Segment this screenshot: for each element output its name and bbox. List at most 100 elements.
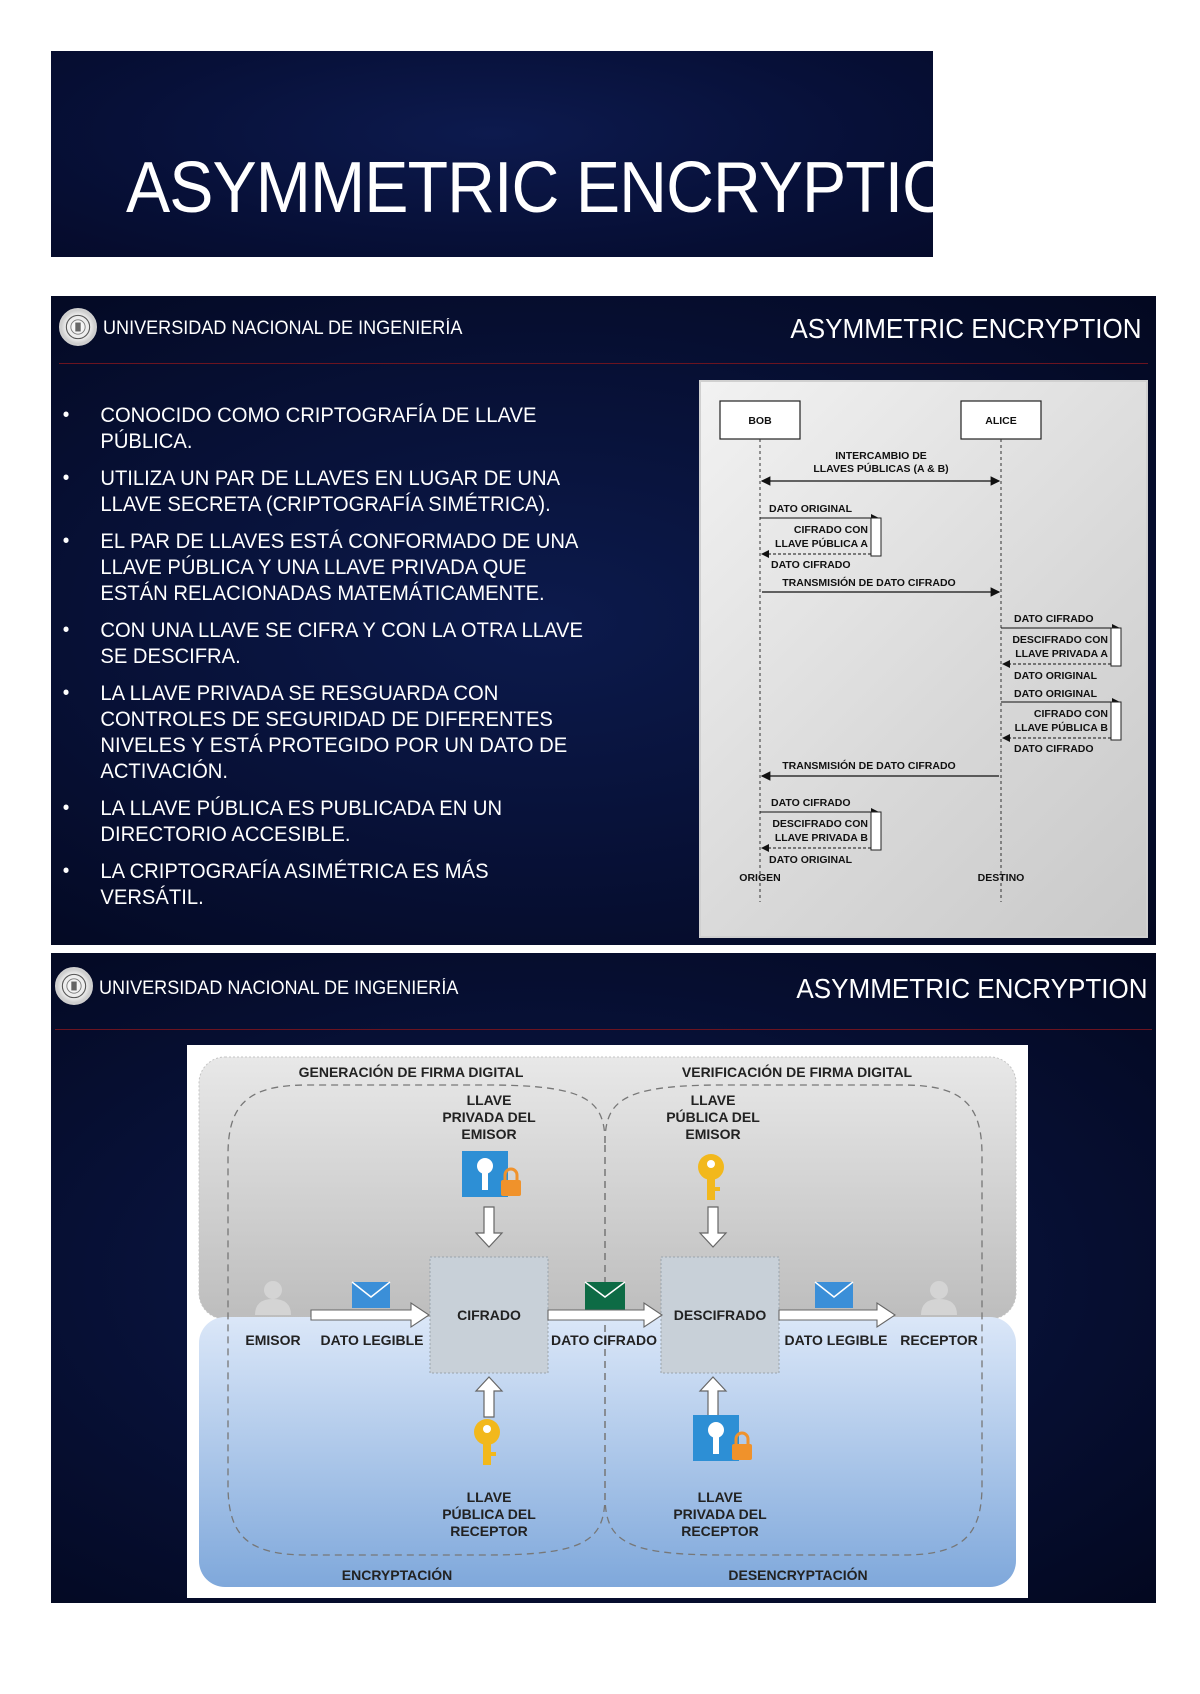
slide-title-main: ASYMMETRIC ENCRYPTION [126,148,1001,228]
alice-decrypt-1: DESCIFRADO CON [1012,634,1108,646]
bob-decrypt-1: DESCIFRADO CON [772,818,868,830]
bottom-region [199,1317,1016,1587]
exchange-label-1: INTERCAMBIO DE [835,450,927,462]
dato-legible-2: DATO LEGIBLE [785,1332,888,1348]
bob-original-1: DATO ORIGINAL [769,503,853,515]
bob-ciphered-1: DATO CIFRADO [771,559,851,571]
alice-encrypt-1: CIFRADO CON [1034,708,1108,720]
bullet-item: CONOCIDO COMO CRIPTOGRAFÍA DE LLAVEPÚBLI… [59,402,623,454]
encryption-lobe [227,1084,606,1556]
key-pub-emisor-2: PÚBLICA DEL [666,1108,760,1125]
ver-title: VERIFICACIÓN DE FIRMA DIGITAL [682,1063,913,1080]
key-priv-emisor-2: PRIVADA DEL [442,1109,536,1125]
emisor-label: EMISOR [245,1332,300,1348]
bob-activation-2 [870,811,882,851]
bullet-line: PÚBLICA. [100,429,193,453]
key-priv-receptor-1: LLAVE [698,1489,743,1505]
bob-decrypt-2: LLAVE PRIVADA B [775,832,869,844]
bob-encrypt-1: CIFRADO CON [794,524,868,536]
public-key-icon [474,1419,500,1465]
envelope-icon [814,1281,854,1308]
bullet-line: EL PAR DE LLAVES ESTÁ CONFORMADO DE UNA [100,529,579,553]
dato-legible-1: DATO LEGIBLE [321,1332,424,1348]
key-pub-receptor-1: LLAVE [467,1489,512,1505]
alice-decrypt-2: LLAVE PRIVADA A [1015,648,1108,660]
bullet-item: LA LLAVE PRIVADA SE RESGUARDA CONCONTROL… [59,680,623,784]
alice-activation-1 [1110,627,1122,667]
alice-ciphered-1: DATO CIFRADO [1014,613,1094,625]
bullet-line: LA LLAVE PRIVADA SE RESGUARDA CON [100,681,499,705]
slide-concepts: UNIVERSIDAD NACIONAL DE INGENIERÍA ASYMM… [51,296,1156,945]
private-key-icon [462,1151,521,1197]
envelope-icon [351,1281,391,1308]
header-divider [59,363,1148,364]
emisor-person-icon [255,1281,291,1315]
cifrado-label: CIFRADO [457,1307,521,1323]
gen-title: GENERACIÓN DE FIRMA DIGITAL [299,1063,524,1080]
decryption-label: DESENCRYPTACIÓN [728,1566,867,1583]
bullet-line: CONTROLES DE SEGURIDAD DE DIFERENTES [100,707,553,731]
sequence-diagram: BOB ALICE INTERCAMBIO DE LLAVES PÚBLICAS… [699,380,1148,938]
university-logo-icon [59,308,97,346]
bullet-line: NIVELES Y ESTÁ PROTEGIDO POR UN DATO DE [100,733,568,757]
bullet-list: CONOCIDO COMO CRIPTOGRAFÍA DE LLAVEPÚBLI… [59,402,639,921]
key-pub-emisor-3: EMISOR [685,1126,740,1142]
encryption-label: ENCRYPTACIÓN [342,1566,452,1583]
bullet-line: DIRECTORIO ACCESIBLE. [100,822,351,846]
slide-digital-signature: UNIVERSIDAD NACIONAL DE INGENIERÍA ASYMM… [51,953,1156,1603]
arrow-right-icon [778,1301,896,1329]
dato-cifrado-label: DATO CIFRADO [551,1332,657,1348]
key-pub-emisor-1: LLAVE [691,1092,736,1108]
bob-encrypt-2: LLAVE PÚBLICA A [775,537,868,550]
arrow-right-icon [547,1301,663,1329]
bullet-line: CONOCIDO COMO CRIPTOGRAFÍA DE LLAVE [100,403,537,427]
alice-original-2: DATO ORIGINAL [1014,688,1098,700]
key-priv-receptor-3: RECEPTOR [681,1523,759,1539]
slide-title: ASYMMETRIC ENCRYPTION [796,973,1148,1004]
arrow-up-icon [698,1376,728,1418]
transmit-1-label: TRANSMISIÓN DE DATO CIFRADO [782,576,955,589]
alice-activation-2 [1110,701,1122,741]
bullet-line: LA CRIPTOGRAFÍA ASIMÉTRICA ES MÁS [100,859,489,883]
bullet-line: LLAVE SECRETA (CRIPTOGRAFÍA SIMÉTRICA). [100,492,551,516]
bullet-line: LLAVE PÚBLICA Y UNA LLAVE PRIVADA QUE [100,555,527,579]
envelope-encrypted-icon [584,1281,626,1310]
bullet-line: VERSÁTIL. [100,885,204,909]
bullet-line: SE DESCIFRA. [100,644,241,668]
exchange-label-2: LLAVES PÚBLICAS (A & B) [813,462,948,475]
bullet-line: CON UNA LLAVE SE CIFRA Y CON LA OTRA LLA… [100,618,583,642]
alice-ciphered-2: DATO CIFRADO [1014,743,1094,755]
arrow-down-icon [698,1206,728,1248]
bob-ciphered-2: DATO CIFRADO [771,797,851,809]
actor-alice-box [960,400,1042,440]
bob-original-2: DATO ORIGINAL [769,854,853,866]
bob-activation-1 [870,517,882,557]
alice-original-1: DATO ORIGINAL [1014,670,1098,682]
private-key-icon [693,1415,752,1461]
header-divider [55,1029,1152,1030]
key-pub-receptor-2: PÚBLICA DEL [442,1505,536,1522]
alice-encrypt-2: LLAVE PÚBLICA B [1015,721,1109,734]
bullet-line: LA LLAVE PÚBLICA ES PUBLICADA EN UN [100,796,503,820]
arrow-down-icon [474,1206,504,1248]
descifrado-label: DESCIFRADO [674,1307,767,1323]
key-priv-emisor-3: EMISOR [461,1126,516,1142]
signature-flow-diagram: GENERACIÓN DE FIRMA DIGITAL VERIFICACIÓN… [187,1045,1028,1598]
bullet-item: UTILIZA UN PAR DE LLAVES EN LUGAR DE UNA… [59,465,623,517]
key-priv-emisor-1: LLAVE [467,1092,512,1108]
bullet-item: LA LLAVE PÚBLICA ES PUBLICADA EN UNDIREC… [59,795,623,847]
university-name: UNIVERSIDAD NACIONAL DE INGENIERÍA [103,318,463,339]
receptor-label: RECEPTOR [900,1332,978,1348]
university-name: UNIVERSIDAD NACIONAL DE INGENIERÍA [99,978,459,999]
arrow-right-icon [310,1301,430,1329]
decryption-lobe [604,1084,983,1556]
top-region [198,1056,1017,1320]
actor-bob: BOB [748,415,772,427]
arrow-up-icon [474,1376,504,1418]
bullet-line: ESTÁN RELACIONADAS MATEMÁTICAMENTE. [100,581,545,605]
bullet-item: EL PAR DE LLAVES ESTÁ CONFORMADO DE UNAL… [59,528,623,606]
bullet-item: CON UNA LLAVE SE CIFRA Y CON LA OTRA LLA… [59,617,623,669]
slide-title: ASYMMETRIC ENCRYPTION [790,313,1142,344]
receptor-person-icon [921,1281,957,1315]
public-key-icon [698,1154,724,1200]
